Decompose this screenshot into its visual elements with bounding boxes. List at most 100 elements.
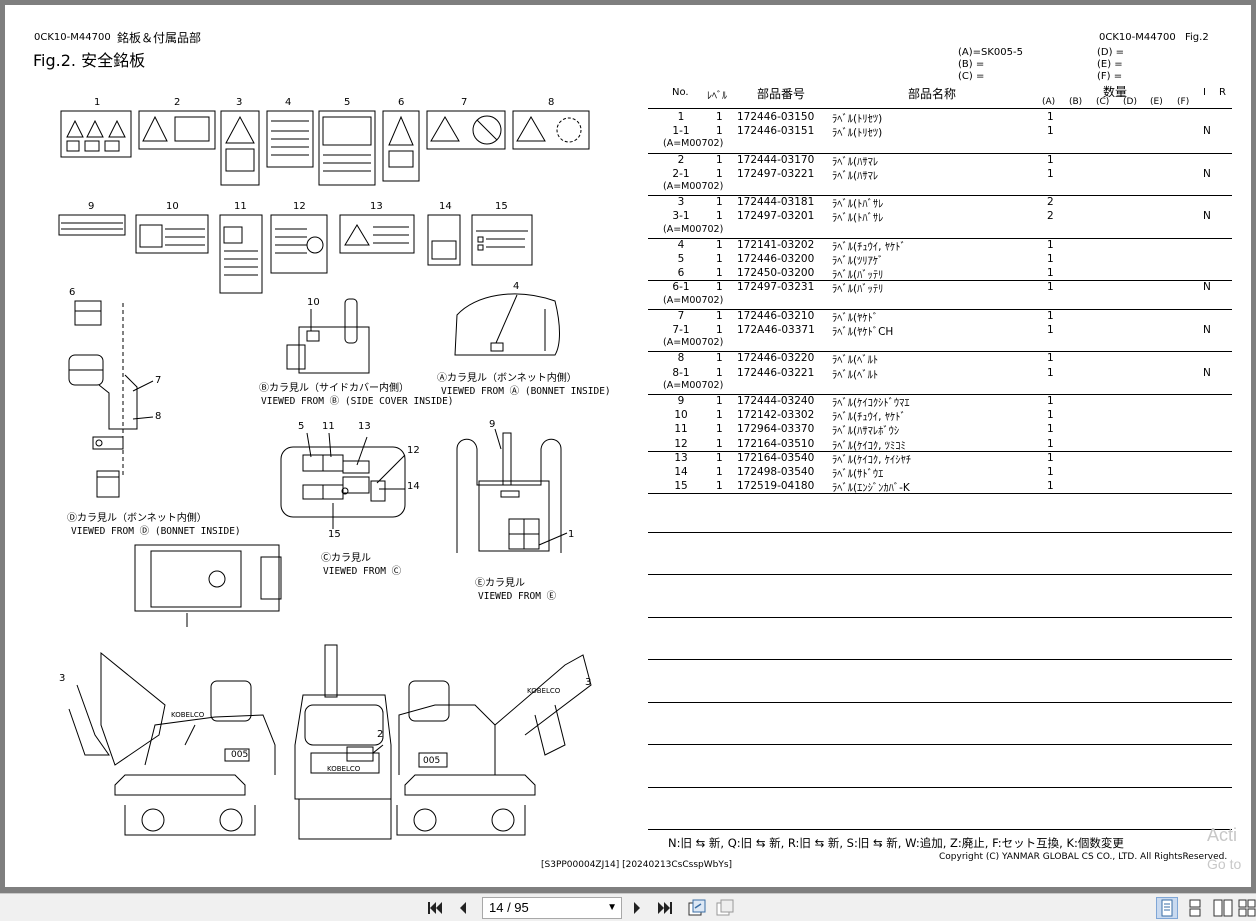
cell-no: 7 (677, 309, 685, 322)
cell-level: 1 (716, 423, 723, 436)
cell-part-name: ﾗﾍﾞﾙ(ﾄﾊﾞｻﾚ (832, 212, 884, 225)
cell-part-name: ﾗﾍﾞﾙ(ﾄﾊﾞｻﾚ (832, 198, 884, 211)
first-page-button[interactable] (424, 897, 446, 919)
cell-qty-a: 1 (1047, 281, 1054, 294)
cell-part-name: ﾗﾍﾞﾙ(ﾍﾞﾙﾄ (832, 368, 879, 381)
cell-part-name: ﾗﾍﾞﾙ(ｻﾄﾞｳｴ (832, 468, 884, 480)
cell-level: 1 (716, 153, 723, 166)
cell-part-no: 172497-03201 (737, 210, 815, 223)
cell-no: 1 (677, 111, 685, 123)
cell-qty-a: 1 (1047, 253, 1054, 265)
legend-a: (A)=SK005-5 (958, 47, 1023, 58)
caption-c-sub: VIEWED FROM Ⓒ (323, 566, 402, 577)
col-qc: (C) (1096, 97, 1110, 107)
col-qb: (B) (1069, 97, 1083, 107)
table-rule (648, 829, 1232, 830)
page-number-select[interactable]: 14 / 95 ▼ (482, 897, 622, 919)
label-num-1: 1 (94, 97, 100, 108)
caption-a-title: Ⓐカラ見ル（ボンネット内側） (437, 371, 577, 384)
doc-code-right: 0CK10-M44700 (1099, 32, 1176, 43)
row-serial-note: (A=M00702) (663, 337, 724, 349)
cell-part-no: 172497-03231 (737, 281, 815, 294)
cell-part-name: ﾗﾍﾞﾙ(ｹｲｺｸ, ﾂﾐｺﾐ (832, 439, 906, 452)
col-qty: 数量 (1103, 85, 1128, 99)
cell-level: 1 (716, 324, 723, 336)
col-i: I (1203, 87, 1206, 98)
caption-a-sub: VIEWED FROM Ⓐ (BONNET INSIDE) (441, 386, 611, 397)
callout-2: 2 (377, 729, 383, 740)
cell-r: N (1203, 125, 1211, 138)
cell-qty-a: 1 (1047, 466, 1054, 478)
table-rule (648, 787, 1232, 788)
col-no: No. (672, 87, 689, 98)
cell-part-no: 172A46-03371 (737, 324, 815, 336)
col-qa: (A) (1042, 97, 1056, 107)
cell-level: 1 (716, 451, 723, 464)
continuous-view-button[interactable] (1184, 897, 1206, 919)
cell-no: 15 (674, 480, 688, 493)
cell-qty-a: 1 (1047, 451, 1054, 464)
cell-part-no: 172450-03200 (737, 267, 815, 280)
cell-no: 12 (674, 437, 688, 450)
cell-level: 1 (716, 466, 723, 478)
go-back-view-button[interactable] (686, 897, 708, 919)
cell-no: 6 (677, 267, 685, 280)
copyright: Copyright (C) YANMAR GLOBAL CS CO., LTD.… (939, 852, 1228, 862)
cell-no: 7-1 (672, 324, 690, 336)
next-page-button[interactable] (626, 897, 648, 919)
cell-no: 1-1 (672, 125, 690, 138)
brand-plate-left: KOBELCO (171, 711, 205, 719)
cell-no: 2 (677, 153, 685, 166)
facing-pages-icon (1213, 899, 1233, 917)
cell-part-no: 172446-03200 (737, 253, 815, 265)
table-rule (648, 617, 1232, 618)
cell-qty-a: 1 (1047, 423, 1054, 436)
last-page-button[interactable] (654, 897, 676, 919)
cell-qty-a: 1 (1047, 153, 1054, 166)
facing-continuous-view-button[interactable] (1236, 897, 1256, 919)
legend-f: (F) = (1097, 71, 1123, 82)
cell-level: 1 (716, 125, 723, 138)
document-page: 0CK10-M44700 銘板＆付属品部 Fig.2. 安全銘板 0CK10-M… (5, 5, 1251, 887)
cell-part-name: ﾗﾍﾞﾙ(ﾁｭｳｲ, ﾔｹﾄﾞ (832, 411, 906, 424)
callout-15: 15 (328, 529, 341, 540)
cell-qty-a: 1 (1047, 167, 1054, 180)
cell-level: 1 (716, 409, 723, 422)
cell-qty-a: 1 (1047, 366, 1054, 379)
col-part-no: 部品番号 (757, 87, 806, 101)
single-page-view-button[interactable] (1156, 897, 1178, 919)
row-serial-note: (A=M00702) (663, 181, 724, 192)
cell-qty-a: 1 (1047, 437, 1054, 450)
go-forward-view-button[interactable] (714, 897, 736, 919)
cell-part-no: 172444-03240 (737, 395, 815, 407)
callout-7: 7 (155, 375, 161, 386)
col-qe: (E) (1150, 97, 1163, 107)
caption-d-title: Ⓓカラ見ル（ボンネット内側） (67, 511, 207, 524)
chevron-down-icon: ▼ (607, 902, 617, 913)
caption-c-title: Ⓒカラ見ル (321, 552, 371, 564)
callout-5: 5 (298, 421, 304, 432)
cell-level: 1 (716, 238, 723, 251)
callout-4: 4 (513, 281, 519, 292)
go-back-icon (688, 899, 706, 916)
col-qd: (D) (1123, 97, 1137, 107)
cell-no: 3-1 (672, 210, 690, 223)
group-rule (648, 394, 1232, 395)
cell-part-no: 172164-03510 (737, 437, 815, 450)
cell-no: 6-1 (672, 281, 690, 294)
prev-page-button[interactable] (452, 897, 474, 919)
label-num-10: 10 (166, 201, 179, 212)
facing-view-button[interactable] (1212, 897, 1234, 919)
